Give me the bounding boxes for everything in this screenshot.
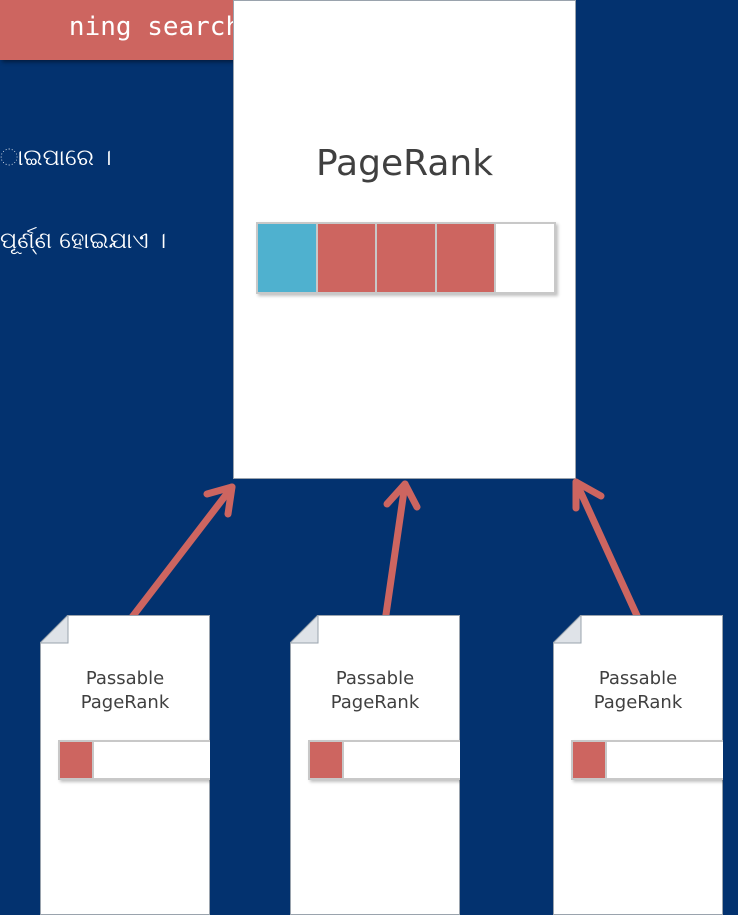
arrowhead-right-icon (572, 478, 605, 512)
source-page-3-meter (571, 740, 723, 780)
source-page-2-meter (308, 740, 460, 780)
source-page-1-label: Passable PageRank (41, 667, 209, 715)
main-page-card: PageRank (233, 0, 576, 479)
arrowhead-middle-icon (383, 480, 421, 511)
source-page-2-meter-fill (310, 742, 344, 778)
source-page-3-label-line-1: Passable (598, 668, 678, 689)
source-page-2: Passable PageRank (290, 615, 460, 915)
pagerank-meter (256, 222, 556, 294)
page-fold-icon (40, 615, 69, 644)
source-page-2-label-line-1: Passable (335, 668, 415, 689)
arrowhead-left-icon (203, 483, 236, 518)
source-page-3-label: Passable PageRank (554, 667, 722, 715)
odia-text-line-2: ପୂର୍ଣ୍ଣ ହୋଇଯାଏ । (0, 228, 167, 254)
pagerank-segment-3 (377, 224, 437, 292)
pagerank-segment-1 (258, 224, 318, 292)
source-page-1-meter (58, 740, 210, 780)
source-page-1-label-line-2: PageRank (80, 692, 170, 713)
source-page-1-meter-fill (60, 742, 94, 778)
source-page-1-label-line-1: Passable (85, 668, 165, 689)
source-page-1: Passable PageRank (40, 615, 210, 915)
source-page-3: Passable PageRank (553, 615, 723, 915)
source-page-2-label: Passable PageRank (291, 667, 459, 715)
pagerank-segment-2 (317, 224, 378, 292)
source-page-2-label-line-2: PageRank (330, 692, 420, 713)
page-fold-icon (553, 615, 582, 644)
pagerank-segment-4 (436, 224, 497, 292)
source-page-3-label-line-2: PageRank (593, 692, 683, 713)
pagerank-segment-5 (496, 224, 554, 292)
odia-text-line-1: ାଇପାରେ । (0, 145, 112, 171)
page-fold-icon (290, 615, 319, 644)
main-page-title: PageRank (315, 143, 494, 184)
source-page-3-meter-fill (573, 742, 607, 778)
